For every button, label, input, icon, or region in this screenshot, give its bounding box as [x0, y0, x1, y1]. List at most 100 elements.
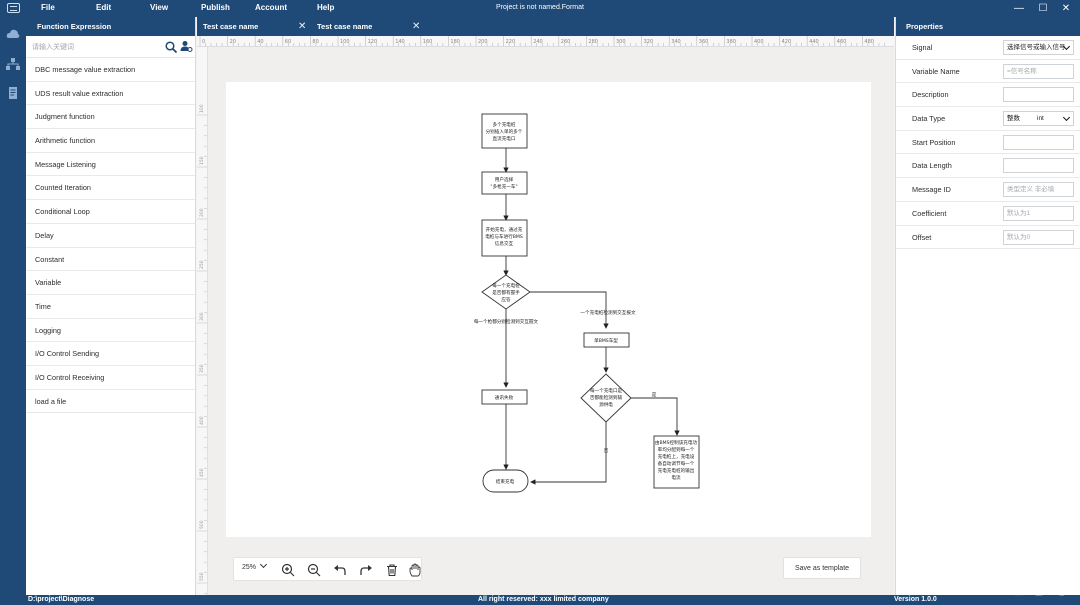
- function-panel-title: Function Expression: [26, 17, 195, 36]
- box4-text: 单BMS车型: [594, 337, 618, 344]
- function-item-constant[interactable]: Constant: [26, 248, 195, 272]
- pan-hand-icon[interactable]: [408, 563, 422, 577]
- box2-line2: "多枪充一车": [490, 183, 517, 190]
- property-label: Data Type: [912, 114, 946, 124]
- copyright-text: All right reserved: xxx limited company: [478, 596, 609, 603]
- message-id-input[interactable]: 类型定义 非必填: [1003, 182, 1074, 198]
- minimize-button[interactable]: —: [1014, 3, 1024, 14]
- function-search-input[interactable]: [32, 39, 158, 55]
- function-item-time[interactable]: Time: [26, 295, 195, 319]
- document-icon[interactable]: [6, 87, 20, 99]
- flow-box-distribute[interactable]: [653, 435, 700, 489]
- network-icon[interactable]: [6, 58, 20, 70]
- ruler-label: 500: [199, 520, 205, 529]
- canvas-toolbar: 25%: [233, 557, 422, 581]
- ruler-label: 0: [202, 39, 205, 45]
- box5-text: 通讯失败: [495, 394, 514, 401]
- zoom-in-icon[interactable]: [281, 563, 295, 577]
- activity-bar: [0, 17, 26, 595]
- menu-help[interactable]: Help: [317, 3, 335, 12]
- flow-box-start[interactable]: [481, 113, 528, 149]
- menu-view[interactable]: View: [150, 3, 169, 12]
- flow-box-select[interactable]: [481, 171, 528, 195]
- property-row-signal: Signal 选择信号或输入信号: [896, 36, 1080, 60]
- signal-select[interactable]: 选择信号或输入信号: [1003, 40, 1074, 55]
- tab-test-case-2[interactable]: Test case name ✕: [311, 17, 424, 36]
- flow-diamond-aux[interactable]: [580, 373, 632, 423]
- zoom-out-icon[interactable]: [307, 563, 321, 577]
- function-item-conditional-loop[interactable]: Conditional Loop: [26, 200, 195, 224]
- user-search-icon[interactable]: [180, 40, 193, 53]
- property-label: Data Length: [912, 161, 952, 171]
- function-search: [26, 36, 195, 58]
- function-item-delay[interactable]: Delay: [26, 224, 195, 248]
- offset-input[interactable]: 默认为0: [1003, 229, 1074, 245]
- menu-account[interactable]: Account: [255, 3, 287, 12]
- delete-icon[interactable]: [385, 563, 399, 577]
- start-position-input[interactable]: [1003, 134, 1074, 150]
- chevron-down-icon: [259, 560, 268, 569]
- tab-close-icon[interactable]: ✕: [412, 21, 421, 32]
- description-input[interactable]: [1003, 87, 1074, 103]
- function-item-io-receiving[interactable]: I/O Control Receiving: [26, 366, 195, 390]
- data-length-input[interactable]: [1003, 158, 1074, 174]
- undo-icon[interactable]: [333, 563, 347, 577]
- function-item-dbc-extraction[interactable]: DBC message value extraction: [26, 58, 195, 82]
- ruler-label: 420: [782, 39, 792, 45]
- flow-terminal-end[interactable]: [482, 469, 529, 493]
- function-item-io-sending[interactable]: I/O Control Sending: [26, 342, 195, 366]
- tab-close-icon[interactable]: ✕: [298, 21, 307, 32]
- flow-diamond-handshake[interactable]: [481, 274, 531, 310]
- menu-file[interactable]: File: [41, 3, 55, 12]
- function-item-variable[interactable]: Variable: [26, 271, 195, 295]
- diamond1-line3: 应答: [501, 296, 511, 303]
- function-list: DBC message value extraction UDS result …: [26, 58, 195, 414]
- search-icon[interactable]: [165, 41, 177, 53]
- flow-box-charge[interactable]: [481, 219, 528, 257]
- diamond1-line1: 每一个充电桩: [492, 282, 520, 289]
- property-row-coefficient: Coefficient 默认为1: [896, 202, 1080, 226]
- data-type-select[interactable]: 整数 int: [1003, 111, 1074, 127]
- maximize-button[interactable]: ☐: [1038, 3, 1048, 14]
- function-item-message-listening[interactable]: Message Listening: [26, 153, 195, 177]
- ruler-label: 180: [450, 39, 460, 45]
- ruler-label: 440: [809, 39, 819, 45]
- close-window-button[interactable]: ✕: [1061, 3, 1071, 14]
- flowchart-canvas[interactable]: 多个充电桩 分别插入单的多个 直流充电口 用户选择 "多枪充一车" 开始充电，通…: [226, 82, 871, 537]
- canvas-workspace[interactable]: 多个充电桩 分别插入单的多个 直流充电口 用户选择 "多枪充一车" 开始充电，通…: [208, 47, 894, 595]
- redo-icon[interactable]: [359, 563, 373, 577]
- edge-yes-label: 是: [652, 392, 657, 398]
- function-item-judgment[interactable]: Judgment function: [26, 105, 195, 130]
- edge-no-label: 否: [604, 448, 609, 454]
- ruler-label: 400: [754, 39, 764, 45]
- menu-publish[interactable]: Publish: [201, 3, 230, 12]
- cloud-icon[interactable]: [6, 28, 20, 40]
- ruler-label: 450: [199, 468, 205, 477]
- function-panel: Function Expression DBC message value ex…: [26, 17, 196, 595]
- save-as-template-button[interactable]: Save as template: [783, 557, 861, 579]
- function-item-counted-iteration[interactable]: Counted Iteration: [26, 176, 195, 201]
- function-item-uds-extraction[interactable]: UDS result value extraction: [26, 82, 195, 106]
- menu-edit[interactable]: Edit: [96, 3, 112, 12]
- tab-test-case-1[interactable]: Test case name ✕: [197, 17, 310, 36]
- ruler-label: 250: [199, 260, 205, 269]
- box3-line3: 信息交互: [495, 240, 514, 247]
- box1-line2: 分别插入单的多个: [486, 128, 523, 135]
- diamond2-line1: 每一个充电口是: [590, 387, 623, 394]
- function-item-arithmetic[interactable]: Arithmetic function: [26, 129, 195, 153]
- flow-box-bms[interactable]: [583, 332, 630, 348]
- ruler-label: 120: [368, 39, 378, 45]
- ruler-label: 100: [340, 39, 350, 45]
- property-label: Variable Name: [912, 66, 960, 76]
- coefficient-input[interactable]: 默认为1: [1003, 205, 1074, 221]
- ruler-label: 60: [285, 39, 291, 45]
- variable-name-input[interactable]: =信号名称: [1003, 63, 1074, 79]
- ruler-label: 40: [257, 39, 263, 45]
- function-item-load-file[interactable]: load a file: [26, 390, 195, 414]
- zoom-select[interactable]: 25%: [242, 560, 268, 571]
- box1-line1: 多个充电桩: [493, 121, 516, 128]
- properties-title: Properties: [896, 17, 1080, 36]
- function-item-logging[interactable]: Logging: [26, 319, 195, 343]
- flow-box-fail[interactable]: [481, 389, 528, 405]
- property-label: Message ID: [912, 185, 951, 195]
